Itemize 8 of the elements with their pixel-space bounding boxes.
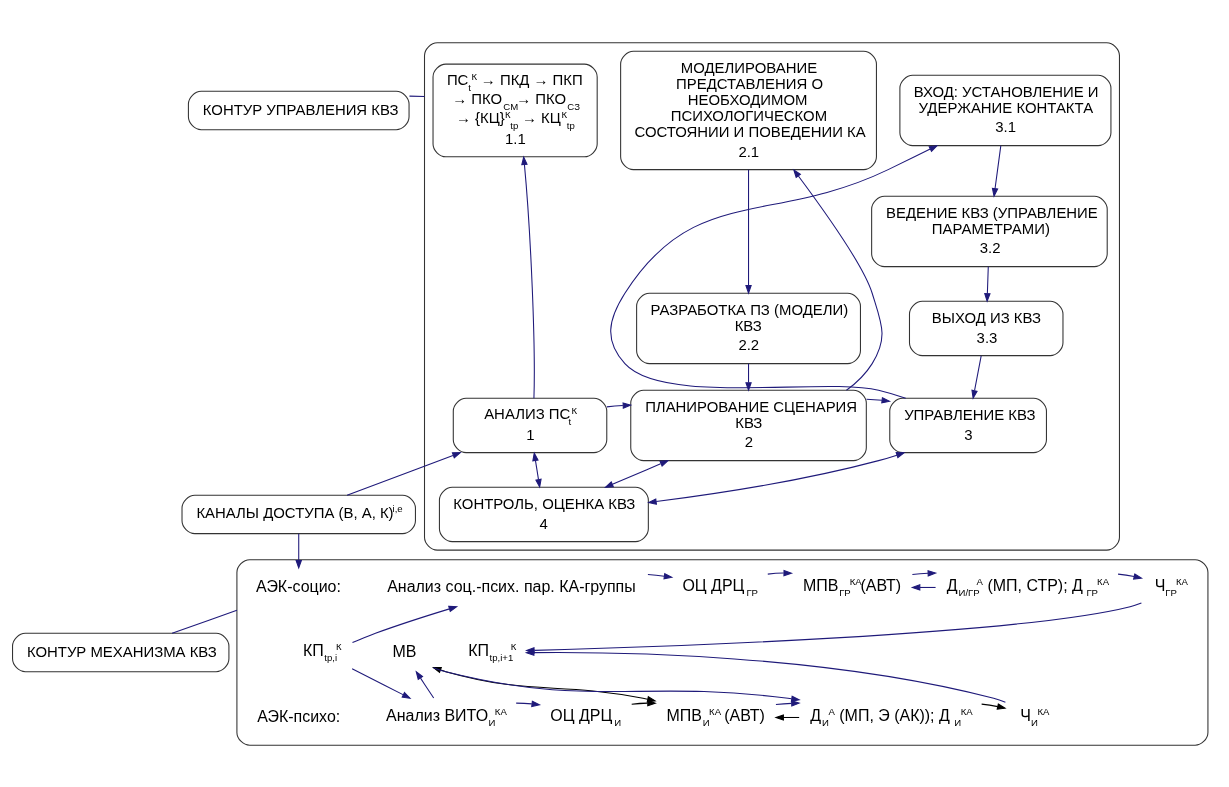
node-text: ОЦ ДРЦ$_{И}$ (550, 706, 622, 728)
node-text: АЭК-социо: (256, 577, 341, 595)
node-text: МВ (392, 642, 417, 660)
node-text: МПВ$_{ГР}$$^{КА}$(АВТ) (802, 575, 902, 598)
node-text: МПВ$_{И}$$^{КА}$ (АВТ) (666, 705, 765, 728)
node-text: ОЦ ДРЦ$_{ГР}$ (682, 576, 758, 598)
node-text: АЭК-психо: (257, 707, 341, 725)
node-text: Анализ соц.-псих. пар. КА-группы (387, 577, 636, 595)
